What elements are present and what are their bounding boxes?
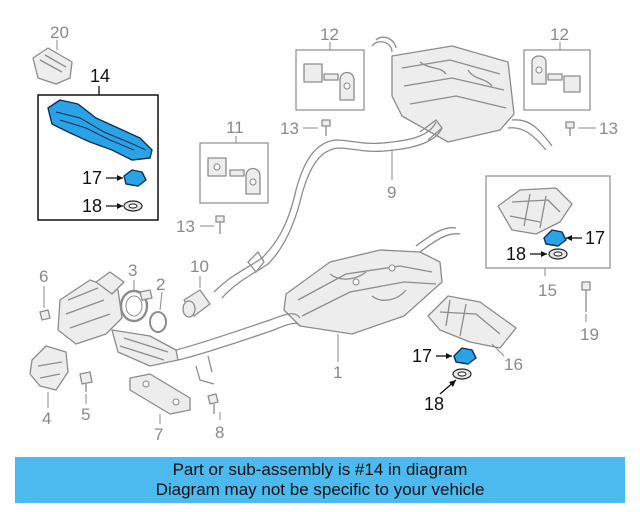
part-2-gasket: [149, 311, 167, 333]
part-18-washer-b: [548, 248, 568, 260]
callout-15: 15: [538, 281, 557, 300]
callout-3: 3: [128, 261, 137, 280]
banner-line-1: Part or sub-assembly is #14 in diagram: [172, 460, 468, 479]
part-4-bracket: [29, 345, 69, 391]
part-11-hanger-kit: [207, 157, 261, 195]
callout-12a: 12: [320, 25, 339, 44]
callout-18a: 18: [82, 196, 102, 216]
callout-13c: 13: [599, 119, 618, 138]
part-12-hanger-left: [303, 63, 355, 101]
callout-16: 16: [504, 355, 523, 374]
callout-7: 7: [154, 425, 163, 444]
callout-13a: 13: [176, 217, 195, 236]
callout-17b: 17: [585, 228, 605, 248]
part-6-nut: [39, 309, 51, 321]
callout-5: 5: [81, 405, 90, 424]
intermediate-pipe: [213, 121, 443, 299]
part-12-box-right: [523, 49, 591, 111]
catalytic-converter: [57, 271, 179, 367]
callout-6: 6: [39, 267, 48, 286]
callout-18c: 18: [424, 394, 444, 414]
part-3-clamp: [119, 289, 153, 323]
callout-9: 9: [387, 183, 396, 202]
part-15-box: [485, 175, 611, 269]
callout-11: 11: [226, 118, 244, 137]
callout-14: 14: [90, 66, 110, 86]
part-18-washer: [123, 200, 143, 212]
part-14-heat-shield[interactable]: [47, 99, 153, 161]
callout-10: 10: [190, 257, 209, 276]
front-pipe: [175, 313, 301, 385]
part-20-bracket: [32, 40, 73, 85]
center-muffler: [283, 227, 461, 335]
part-18-washer-c: [452, 368, 472, 380]
part-17-grommet-c[interactable]: [453, 347, 477, 365]
callout-2: 2: [156, 275, 165, 294]
part-12-hanger-right: [531, 55, 581, 93]
part-17-grommet-b[interactable]: [543, 229, 567, 247]
part-16-heat-shield: [427, 295, 517, 349]
callout-4: 4: [42, 409, 51, 428]
info-banner: Part or sub-assembly is #14 in diagram D…: [15, 457, 625, 503]
banner-line-2: Diagram may not be specific to your vehi…: [155, 480, 485, 499]
part-17-grommet[interactable]: [123, 169, 147, 187]
callout-18b: 18: [506, 244, 526, 264]
part-7-gasket: [129, 373, 191, 415]
part-8-bolt: [207, 393, 219, 414]
callout-8: 8: [215, 423, 224, 442]
callout-12b: 12: [550, 25, 569, 44]
callout-13b: 13: [280, 119, 299, 138]
rear-muffler: [371, 36, 553, 151]
callout-17c: 17: [412, 346, 432, 366]
callout-1: 1: [333, 363, 342, 382]
callout-20: 20: [50, 23, 69, 42]
part-11-box: [199, 142, 269, 204]
part-14-box: [37, 94, 159, 221]
callout-19: 19: [580, 325, 599, 344]
callout-17a: 17: [82, 168, 102, 188]
part-15-heat-shield: [497, 187, 573, 235]
part-19-bolt: [581, 281, 591, 312]
exhaust-system-diagram: 20 14 17 18 11 13 12 13: [29, 23, 618, 444]
part-10-clamp: [182, 289, 211, 318]
part-5-bolt: [79, 371, 93, 392]
